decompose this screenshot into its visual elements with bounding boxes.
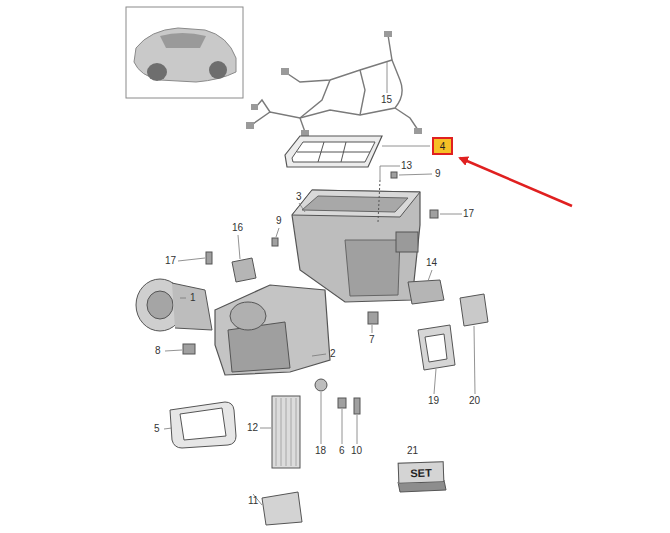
callout-number: 11 [248, 495, 258, 507]
callout-number: 6 [339, 445, 345, 457]
callout-number: 20 [469, 395, 480, 407]
callout-number: 15 [381, 94, 392, 106]
callout-number: 5 [154, 423, 160, 435]
callout-number: 10 [351, 445, 362, 457]
callout-number: 14 [426, 257, 437, 269]
highlighted-callout: 4 [432, 137, 453, 155]
callout-number: SET [410, 466, 432, 479]
callout-number: 18 [315, 445, 326, 457]
callout-number: 1 [190, 292, 196, 304]
callout-number: 2 [330, 348, 336, 360]
callout-number: 16 [232, 222, 243, 234]
callout-number: 12 [247, 422, 258, 434]
callout-number: 21 [407, 445, 418, 457]
set-box: SET [398, 461, 445, 484]
callout-number: 9 [276, 215, 282, 227]
callout-number: 4 [440, 141, 446, 152]
callout-number: 17 [463, 208, 474, 220]
callout-number: 17 [165, 255, 176, 267]
callout-number: 3 [296, 191, 302, 203]
callout-number: 8 [155, 345, 161, 357]
callout-number: 7 [369, 334, 375, 346]
callout-number: 9 [435, 168, 441, 180]
callout-number: 13 [401, 160, 412, 172]
callout-number: 19 [428, 395, 439, 407]
